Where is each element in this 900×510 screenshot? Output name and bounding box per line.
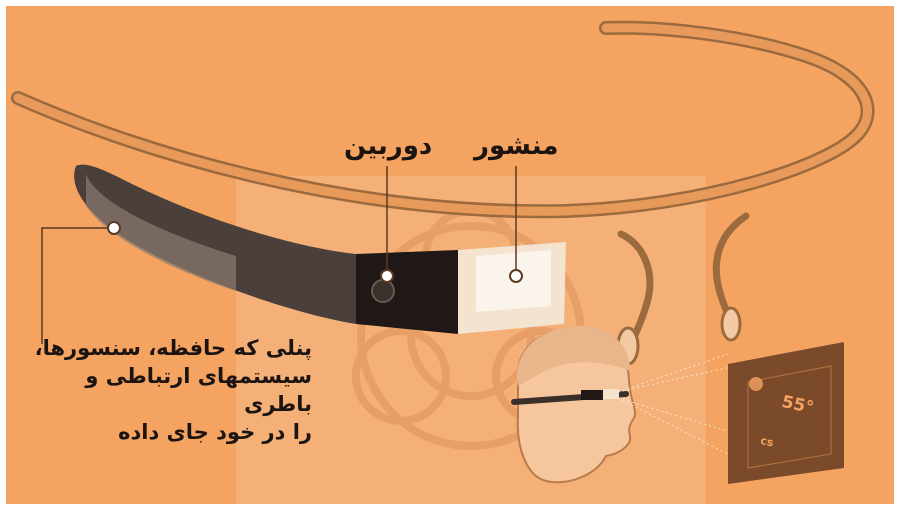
- hud-icon: [749, 377, 763, 391]
- nose-pad-right: [722, 308, 740, 340]
- prism-marker: [510, 270, 522, 282]
- label-camera: دوربین: [344, 131, 432, 161]
- label-panel: پنلی که حافظه، سنسورها، سیستمهای ارتباطی…: [22, 334, 312, 446]
- camera-lens: [372, 280, 394, 302]
- panel-marker: [108, 222, 120, 234]
- label-prism: منشور: [474, 131, 558, 161]
- hud-small-text: cs: [759, 434, 774, 449]
- camera-marker: [381, 270, 393, 282]
- label-panel-line: پنلی که حافظه، سنسورها،: [22, 334, 312, 362]
- label-panel-line: را در خود جای داده: [22, 418, 312, 446]
- diagram-canvas: دوربین منشور پنلی که حافظه، سنسورها، سیس…: [6, 6, 894, 504]
- nose-pad-arm-right: [716, 216, 746, 322]
- label-panel-line: سیستمهای ارتباطی و باطری: [22, 362, 312, 418]
